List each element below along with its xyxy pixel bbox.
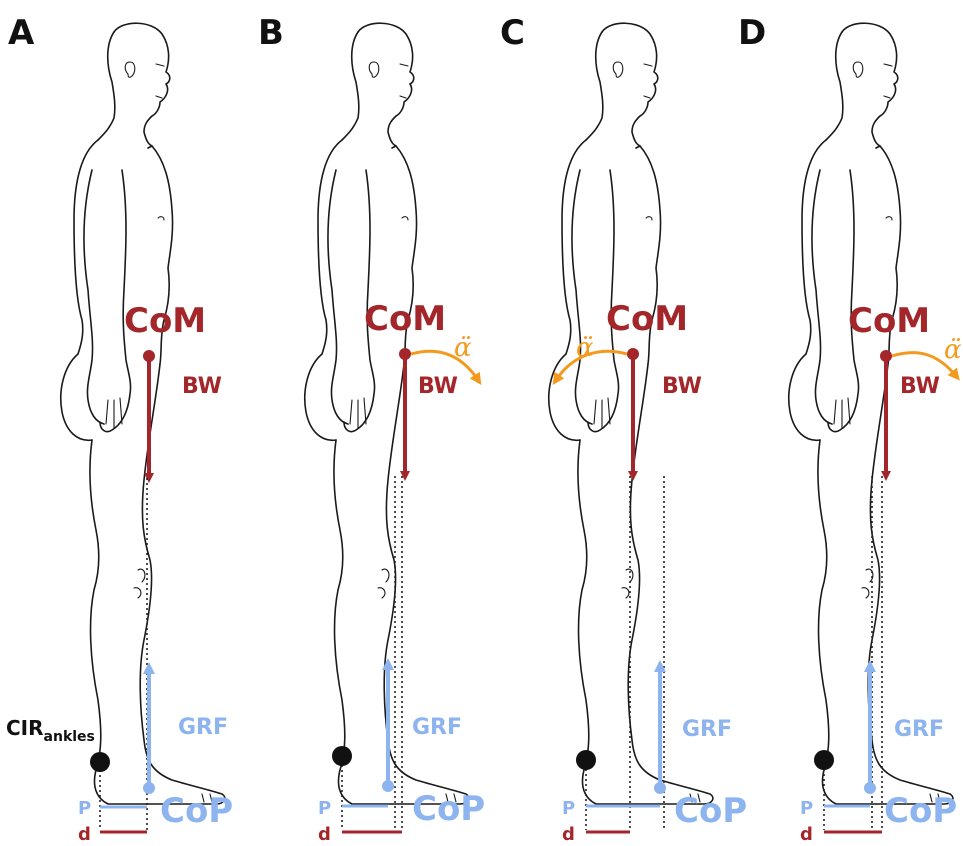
panel-c: C CoM BW α̈ GRF CoP P d (500, 13, 747, 845)
accel-label-b: α̈ (454, 333, 472, 363)
cop-label-c: CoP (674, 791, 747, 831)
d-label-b: d (318, 824, 331, 845)
cop-label-d: CoP (884, 791, 957, 831)
com-label-b: CoM (364, 299, 446, 339)
ankle-cir-dot-d (814, 750, 834, 770)
bw-label-b: BW (418, 374, 458, 399)
cop-dot-b (382, 780, 394, 792)
p-label-c: P (562, 798, 575, 819)
bw-label-a: BW (182, 374, 222, 399)
panel-letter-d: D (738, 13, 766, 53)
com-label-a: CoM (124, 301, 206, 341)
com-label-c: CoM (606, 299, 688, 339)
panel-d: D CoM BW α̈ GRF CoP P d (738, 13, 962, 845)
bw-label-d: BW (900, 374, 940, 399)
ankle-cir-dot-c (576, 750, 596, 770)
d-label-a: d (78, 824, 91, 845)
panel-a: A CoM BW GRF CoP CIRankles P d (6, 13, 233, 845)
grf-label-a: GRF (178, 715, 228, 740)
ankle-cir-dot-a (90, 752, 110, 772)
d-label-d: d (800, 824, 813, 845)
panel-b: B CoM BW α̈ GRF CoP P d (258, 13, 485, 845)
accel-label-c: α̈ (576, 333, 594, 363)
cop-dot-d (864, 782, 876, 794)
grf-label-b: GRF (412, 715, 462, 740)
panel-letter-b: B (258, 13, 284, 53)
cop-label-a: CoP (160, 791, 233, 831)
cop-dot-a (143, 782, 155, 794)
grf-label-c: GRF (682, 717, 732, 742)
com-label-d: CoM (848, 301, 930, 341)
panel-letter-a: A (8, 13, 35, 53)
d-label-c: d (562, 824, 575, 845)
human-figure-c (549, 23, 713, 804)
bw-label-c: BW (662, 374, 702, 399)
cop-label-b: CoP (412, 789, 485, 829)
ankle-cir-dot-b (332, 746, 352, 766)
grf-label-d: GRF (894, 717, 944, 742)
p-label-b: P (318, 798, 331, 819)
accel-label-d: α̈ (944, 335, 962, 365)
panel-letter-c: C (500, 13, 525, 53)
human-figure-a (61, 23, 225, 804)
cop-dot-c (654, 782, 666, 794)
cir-label: CIRankles (6, 716, 95, 745)
p-label-d: P (800, 798, 813, 819)
p-label-a: P (78, 798, 91, 819)
